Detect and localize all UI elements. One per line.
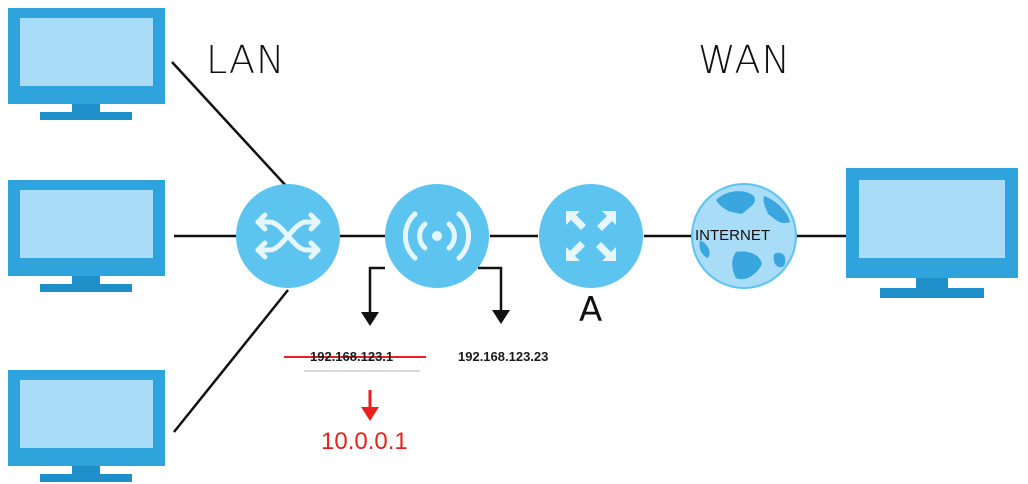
access-point-node — [385, 184, 489, 288]
ip-change-marks — [284, 356, 426, 421]
old-lan-ip-label: 192.168.123.1 — [310, 349, 394, 364]
globe-icon — [691, 183, 797, 289]
lan-computer-1 — [8, 8, 165, 120]
switch-icon — [236, 184, 340, 288]
router-icon — [539, 184, 643, 288]
monitor-icon — [8, 180, 165, 292]
lan-computer-2 — [8, 180, 165, 292]
monitor-icon — [8, 8, 165, 120]
link-pc3-switch — [173, 289, 289, 433]
router-label: A — [579, 290, 603, 330]
switch-node — [236, 184, 340, 288]
wan-ip-arrow — [478, 266, 510, 324]
lan-computer-3 — [8, 370, 165, 482]
wan-zone-label: WAN — [698, 38, 791, 82]
change-arrow — [361, 390, 379, 421]
monitor-icon — [8, 370, 165, 482]
wan-ip-label: 192.168.123.23 — [458, 349, 549, 364]
internet-node — [691, 183, 797, 289]
lan-zone-label: LAN — [206, 38, 286, 82]
connection-lines — [171, 61, 846, 433]
internet-label: INTERNET — [695, 227, 770, 244]
ip-pointer-arrows — [361, 266, 510, 326]
router-node — [539, 184, 643, 288]
link-pc1-switch — [171, 61, 289, 189]
wireless-access-point-icon — [385, 184, 489, 288]
wan-computer — [846, 168, 1018, 298]
lan-ip-arrow — [361, 266, 385, 326]
monitor-icon — [846, 168, 1018, 298]
new-lan-ip-label: 10.0.0.1 — [321, 428, 408, 455]
